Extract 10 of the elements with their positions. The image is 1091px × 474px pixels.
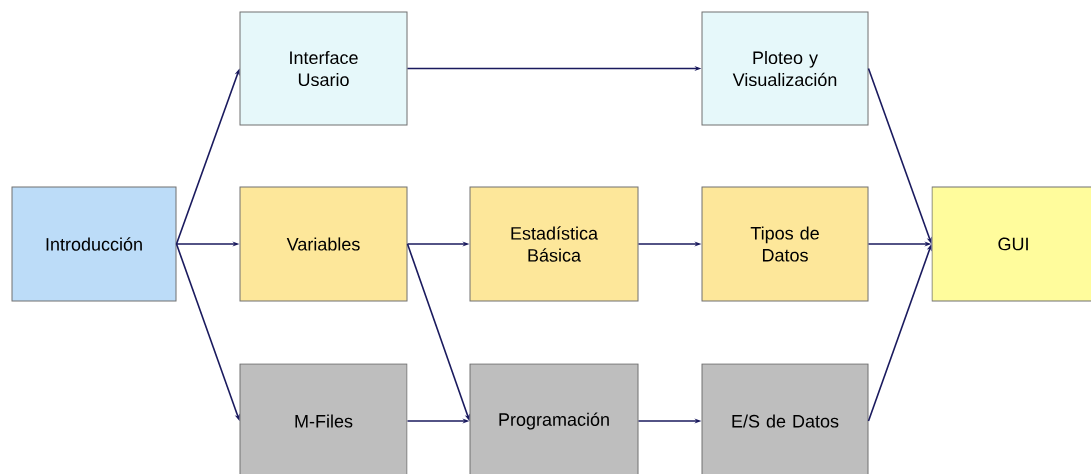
process-box: Estadística Básica	[469, 186, 639, 302]
process-box: Interface Usario	[239, 11, 408, 126]
process-box: Tipos de Datos	[701, 186, 869, 302]
process-box: Programación	[469, 363, 639, 474]
process-box: Variables	[239, 186, 408, 302]
process-box: M-Files	[239, 363, 408, 474]
process-box: GUI	[931, 186, 1091, 302]
process-box: Introducción	[11, 186, 177, 302]
process-box: E/S de Datos	[701, 363, 869, 474]
process-box: Ploteo y Visualización	[701, 11, 869, 126]
